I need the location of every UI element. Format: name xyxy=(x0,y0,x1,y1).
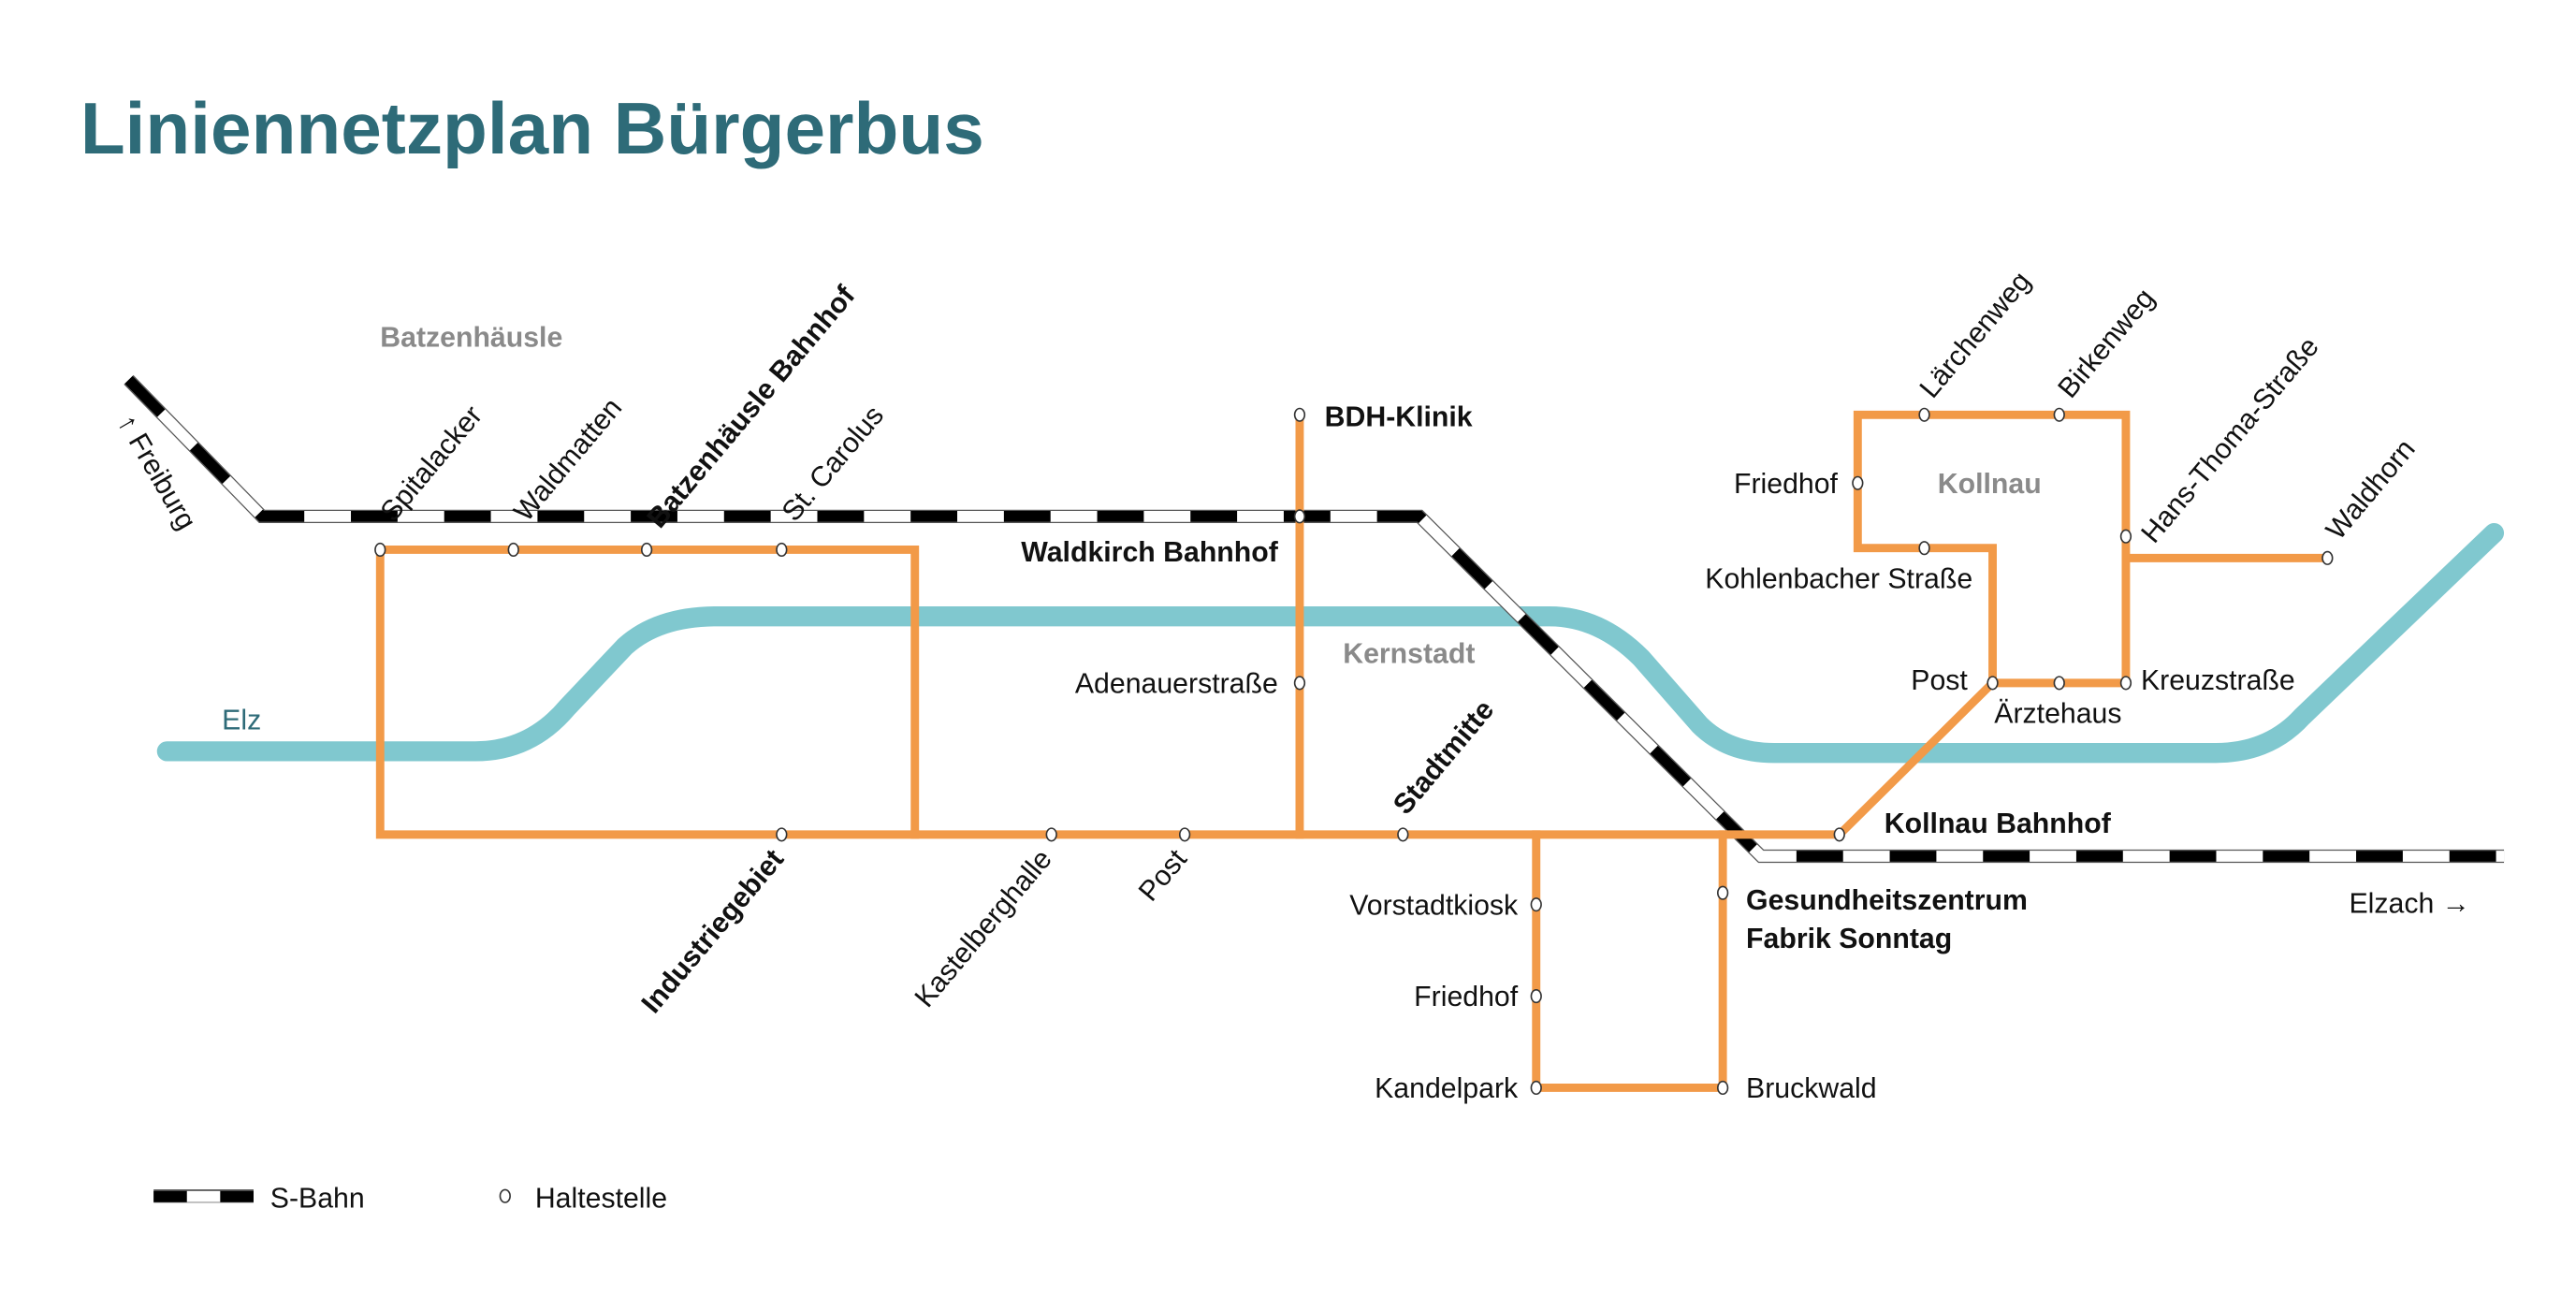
stop-marker[interactable] xyxy=(2119,529,2132,544)
stop-marker[interactable] xyxy=(2321,550,2334,565)
stop-label-waldkirch-bahnhof: Waldkirch Bahnhof xyxy=(1021,537,1278,568)
stop-label-kollnau-bahnhof: Kollnau Bahnhof xyxy=(1885,808,2112,839)
stop-label-adenauerstrasse: Adenauerstraße xyxy=(1075,669,1278,700)
stop-marker[interactable] xyxy=(1833,827,1845,842)
stop-label-vorstadtkiosk: Vorstadtkiosk xyxy=(1349,890,1519,921)
stop-marker[interactable] xyxy=(1293,676,1306,691)
stop-label-st-carolus: St. Carolus xyxy=(777,400,890,528)
stop-marker[interactable] xyxy=(1045,827,1057,842)
direction-elzach: Elzach → xyxy=(2349,889,2469,920)
stop-label-fabrik-sonntag: Fabrik Sonntag xyxy=(1746,924,1952,954)
stop-label-waldmatten: Waldmatten xyxy=(508,392,628,527)
stop-label-friedhof-kollnau: Friedhof xyxy=(1734,469,1839,500)
river-label: Elz xyxy=(222,706,261,736)
stop-marker[interactable] xyxy=(2119,676,2132,691)
stop-marker[interactable] xyxy=(1530,897,1542,912)
stop-label-waldhorn: Waldhorn xyxy=(2321,434,2422,546)
stop-marker[interactable] xyxy=(1716,1080,1729,1096)
stop-label-spitalacker: Spitalacker xyxy=(375,400,488,528)
stop-label-hans-thoma-strasse: Hans-Thoma-Straße xyxy=(2135,331,2324,548)
river-elz xyxy=(156,522,2505,764)
stop-marker[interactable] xyxy=(640,542,653,558)
stop-label-kohlenbacher-strasse: Kohlenbacher Straße xyxy=(1705,563,1972,594)
stop-label-kreuzstrasse: Kreuzstraße xyxy=(2141,665,2295,696)
stop-label-bdh-klinik: BDH-Klinik xyxy=(1325,402,1473,433)
district-label-kernstadt: Kernstadt xyxy=(1343,639,1475,670)
stop-marker[interactable] xyxy=(1852,475,1864,490)
stop-label-friedhof-kernstadt: Friedhof xyxy=(1414,982,1519,1012)
page-title: Liniennetzplan Bürgerbus xyxy=(80,87,984,169)
stop-marker[interactable] xyxy=(507,542,519,558)
sbahn-line xyxy=(124,374,2505,864)
bus-lines xyxy=(375,410,2332,1092)
stops xyxy=(374,407,2334,1096)
stop-label-industriegebiet: Industriegebiet xyxy=(636,844,791,1019)
stop-marker[interactable] xyxy=(1293,509,1306,524)
legend-sbahn-label: S-Bahn xyxy=(270,1184,365,1215)
stop-marker[interactable] xyxy=(1293,407,1306,422)
stop-label-batzenhaeusle-bahnhof: Batzenhäusle Bahnhof xyxy=(641,280,861,534)
stop-marker[interactable] xyxy=(1987,676,1999,691)
stop-marker[interactable] xyxy=(374,542,386,558)
stop-marker[interactable] xyxy=(1397,827,1409,842)
stop-marker[interactable] xyxy=(1178,827,1191,842)
stop-marker[interactable] xyxy=(776,542,788,558)
stop-label-kastelberghalle: Kastelberghalle xyxy=(910,844,1058,1013)
district-label-kollnau: Kollnau xyxy=(1938,469,2042,500)
stop-label-gesundheitszentrum: Gesundheitszentrum xyxy=(1746,885,2028,916)
stop-marker[interactable] xyxy=(2053,676,2065,691)
stop-label-post-kollnau: Post xyxy=(1911,665,1968,696)
stop-marker[interactable] xyxy=(1918,407,1930,422)
legend-stop-label: Haltestelle xyxy=(535,1184,667,1215)
stop-label-laerchenweg: Lärchenweg xyxy=(1914,266,2037,403)
stop-marker[interactable] xyxy=(1716,885,1729,900)
stop-label-birkenweg: Birkenweg xyxy=(2052,283,2161,403)
stop-label-aerztehaus: Ärztehaus xyxy=(1994,699,2121,730)
stop-label-post-kernstadt: Post xyxy=(1133,843,1194,907)
legend-stop-icon xyxy=(499,1188,511,1203)
stop-label-stadtmitte: Stadtmitte xyxy=(1388,694,1500,821)
stop-marker[interactable] xyxy=(2053,407,2065,422)
direction-freiburg: ↑ Freiburg xyxy=(111,409,202,534)
stop-label-kandelpark: Kandelpark xyxy=(1375,1073,1519,1104)
stop-label-bruckwald: Bruckwald xyxy=(1746,1073,1877,1104)
legend: S-Bahn Haltestelle xyxy=(153,1184,667,1215)
stop-marker[interactable] xyxy=(1530,1080,1542,1096)
stop-marker[interactable] xyxy=(1530,988,1542,1004)
district-label-batzenhaeusle: Batzenhäusle xyxy=(380,322,562,353)
stop-marker[interactable] xyxy=(1918,541,1930,556)
legend-sbahn-icon xyxy=(153,1189,254,1203)
stop-marker[interactable] xyxy=(776,827,788,842)
